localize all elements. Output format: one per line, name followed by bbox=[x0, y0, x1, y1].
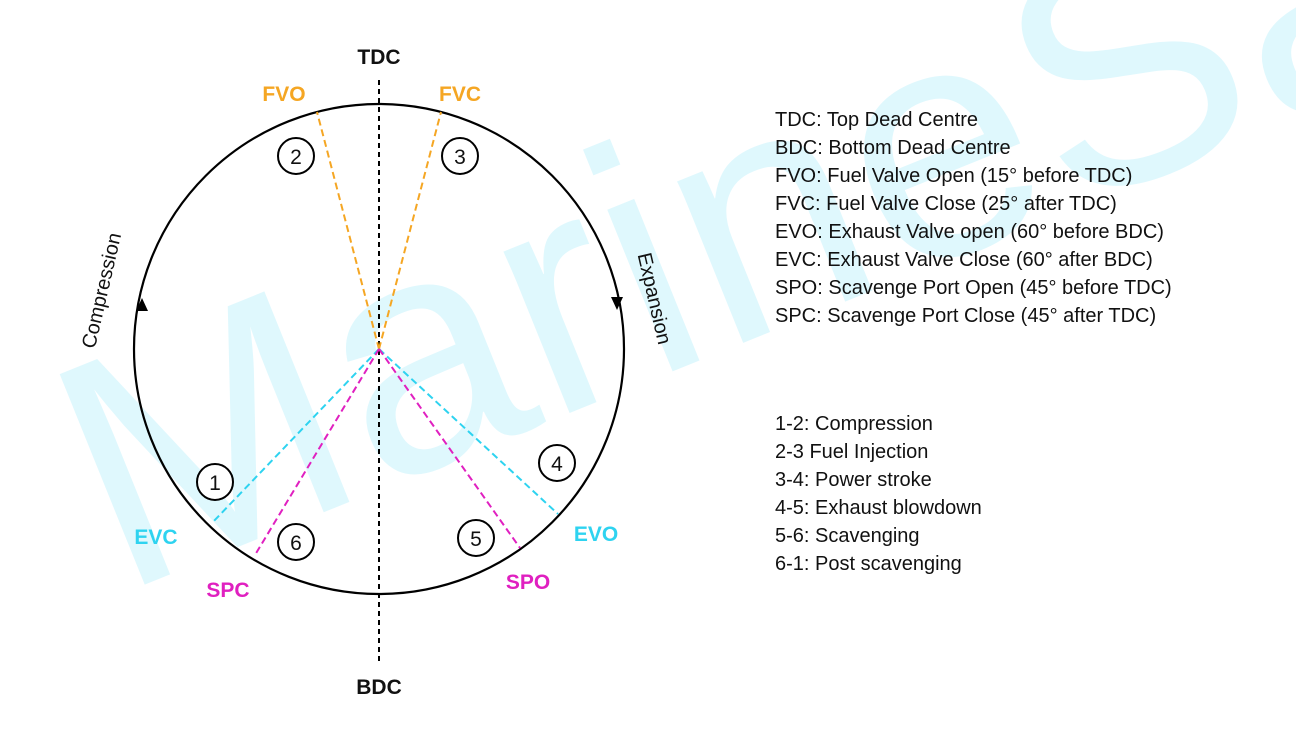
phase-item: 3-4: Power stroke bbox=[775, 469, 932, 491]
evc-label: EVC bbox=[134, 526, 177, 549]
compression-label: Compression bbox=[78, 231, 126, 351]
legend-item: EVC: Exhaust Valve Close (60° after BDC) bbox=[775, 249, 1153, 271]
legend-item: TDC: Top Dead Centre bbox=[775, 109, 979, 131]
fvc-line bbox=[378, 111, 442, 350]
evo-line bbox=[378, 348, 559, 515]
evc-line bbox=[211, 348, 380, 524]
expansion-label: Expansion bbox=[633, 251, 675, 347]
phase-legend: 1-2: Compression 2-3 Fuel Injection 3-4:… bbox=[775, 410, 982, 578]
spc-label: SPC bbox=[206, 579, 249, 602]
legend-item: BDC: Bottom Dead Centre bbox=[775, 137, 1011, 159]
spc-line bbox=[254, 348, 380, 556]
bdc-label: BDC bbox=[356, 676, 402, 699]
compression-arrow-icon bbox=[136, 298, 148, 311]
fvc-label: FVC bbox=[439, 83, 481, 106]
point-5-label: 5 bbox=[470, 528, 482, 551]
point-2-label: 2 bbox=[290, 146, 302, 169]
point-3-marker: 3 bbox=[441, 137, 479, 175]
legend-item: FVC: Fuel Valve Close (25° after TDC) bbox=[775, 193, 1117, 215]
abbreviation-legend: TDC: Top Dead Centre BDC: Bottom Dead Ce… bbox=[775, 106, 1172, 330]
point-4-marker: 4 bbox=[538, 444, 576, 482]
fvo-label: FVO bbox=[262, 83, 305, 106]
phase-item: 4-5: Exhaust blowdown bbox=[775, 497, 982, 519]
phase-item: 1-2: Compression bbox=[775, 413, 933, 435]
phase-item: 5-6: Scavenging bbox=[775, 525, 920, 547]
expansion-arrow-icon bbox=[611, 297, 623, 310]
legend-item: SPC: Scavenge Port Close (45° after TDC) bbox=[775, 305, 1157, 327]
point-3-label: 3 bbox=[454, 146, 466, 169]
point-5-marker: 5 bbox=[457, 519, 495, 557]
legend-item: EVO: Exhaust Valve open (60° before BDC) bbox=[775, 221, 1164, 243]
point-6-label: 6 bbox=[290, 532, 302, 555]
point-1-marker: 1 bbox=[196, 463, 234, 501]
point-2-marker: 2 bbox=[277, 137, 315, 175]
evo-label: EVO bbox=[574, 523, 618, 546]
tdc-label: TDC bbox=[357, 46, 400, 69]
fvo-line bbox=[316, 111, 380, 350]
point-4-label: 4 bbox=[551, 453, 563, 476]
spo-label: SPO bbox=[506, 571, 550, 594]
legend-item: FVO: Fuel Valve Open (15° before TDC) bbox=[775, 165, 1133, 187]
legend-item: SPO: Scavenge Port Open (45° before TDC) bbox=[775, 277, 1172, 299]
phase-item: 2-3 Fuel Injection bbox=[775, 441, 929, 463]
spo-line bbox=[378, 348, 521, 549]
phase-item: 6-1: Post scavenging bbox=[775, 553, 962, 575]
point-6-marker: 6 bbox=[277, 523, 315, 561]
point-1-label: 1 bbox=[209, 472, 221, 495]
